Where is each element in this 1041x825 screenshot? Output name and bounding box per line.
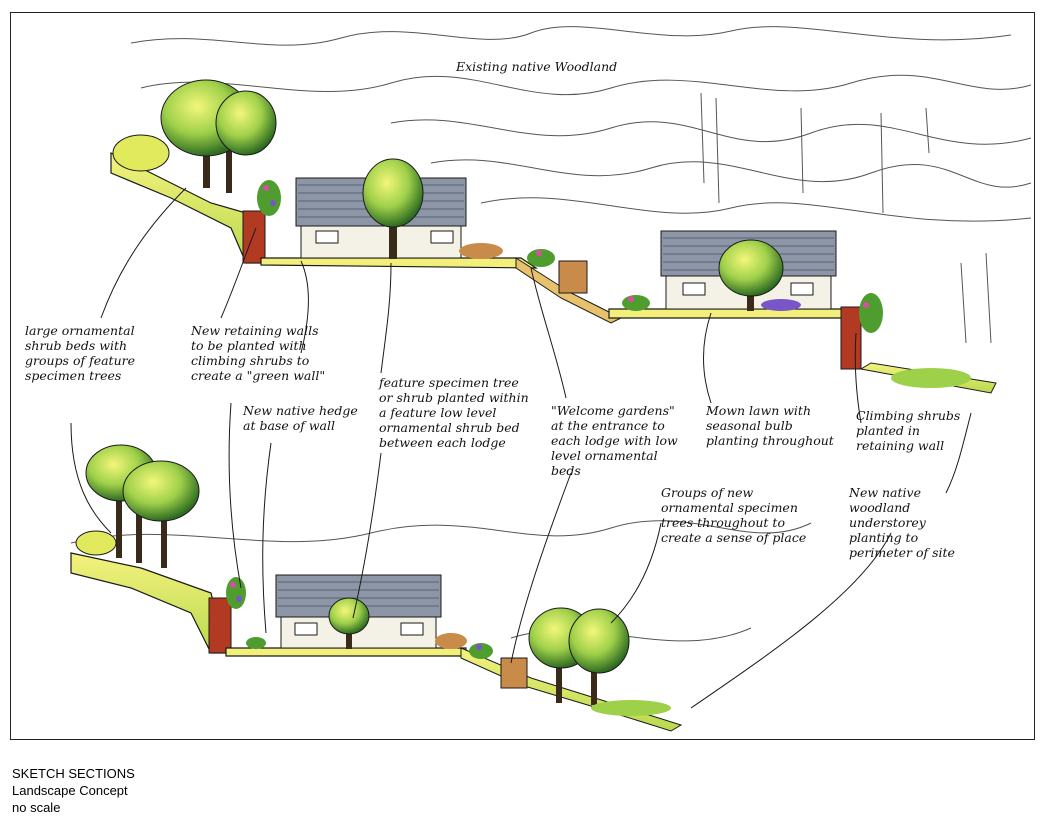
top-retaining-wall-right bbox=[840, 306, 862, 370]
annotation-shrub-beds: large ornamental shrub beds with groups … bbox=[25, 323, 135, 383]
bottom-left-slope bbox=[70, 552, 227, 654]
annotation-specimen-tree: feature specimen tree or shrub planted w… bbox=[379, 375, 529, 450]
top-platform-2 bbox=[608, 308, 857, 319]
existing-woodland-label: Existing native Woodland bbox=[456, 59, 618, 74]
top-middle-slope bbox=[515, 257, 623, 324]
bottom-platform bbox=[225, 647, 467, 657]
house-1-specimen-tree bbox=[362, 158, 424, 259]
woodland-scribbles bbox=[70, 26, 1032, 642]
top-left-tree-group bbox=[112, 79, 277, 193]
top-steps bbox=[558, 260, 588, 294]
bottom-steps bbox=[500, 657, 528, 689]
house-2-specimen-tree bbox=[718, 239, 784, 311]
top-retaining-wall-left bbox=[242, 210, 266, 264]
house-3-specimen-tree bbox=[328, 597, 370, 649]
annotation-native-hedge: New native hedge at base of wall bbox=[243, 403, 358, 433]
sheet-caption: SKETCH SECTIONS Landscape Concept no sca… bbox=[12, 765, 135, 816]
bottom-retaining-wall bbox=[208, 597, 232, 654]
caption-subtitle: Landscape Concept bbox=[12, 783, 128, 798]
caption-title: SKETCH SECTIONS bbox=[12, 766, 135, 781]
caption-scale: no scale bbox=[12, 800, 61, 815]
annotation-woodland-understorey: New native woodland understorey planting… bbox=[849, 485, 955, 560]
annotation-welcome-gardens: "Welcome gardens" at the entrance to eac… bbox=[551, 403, 678, 478]
top-section bbox=[110, 79, 997, 394]
top-flower-beds bbox=[257, 180, 971, 388]
bottom-flower-beds bbox=[226, 577, 671, 716]
bottom-left-tree-group bbox=[75, 444, 200, 568]
annotation-climbing-shrubs: Climbing shrubs planted in retaining wal… bbox=[856, 408, 961, 453]
annotation-ornamental-trees: Groups of new ornamental specimen trees … bbox=[661, 485, 807, 545]
annotation-leaders bbox=[70, 187, 972, 709]
annotation-mown-lawn: Mown lawn with seasonal bulb planting th… bbox=[706, 403, 834, 448]
sketch-artwork bbox=[70, 26, 1032, 732]
bottom-right-tree-group bbox=[528, 607, 630, 705]
annotation-retaining-walls: New retaining walls to be planted with c… bbox=[191, 323, 326, 383]
sketch-sheet: Existing native Woodland large ornamenta… bbox=[10, 12, 1035, 740]
bottom-section bbox=[70, 444, 683, 732]
